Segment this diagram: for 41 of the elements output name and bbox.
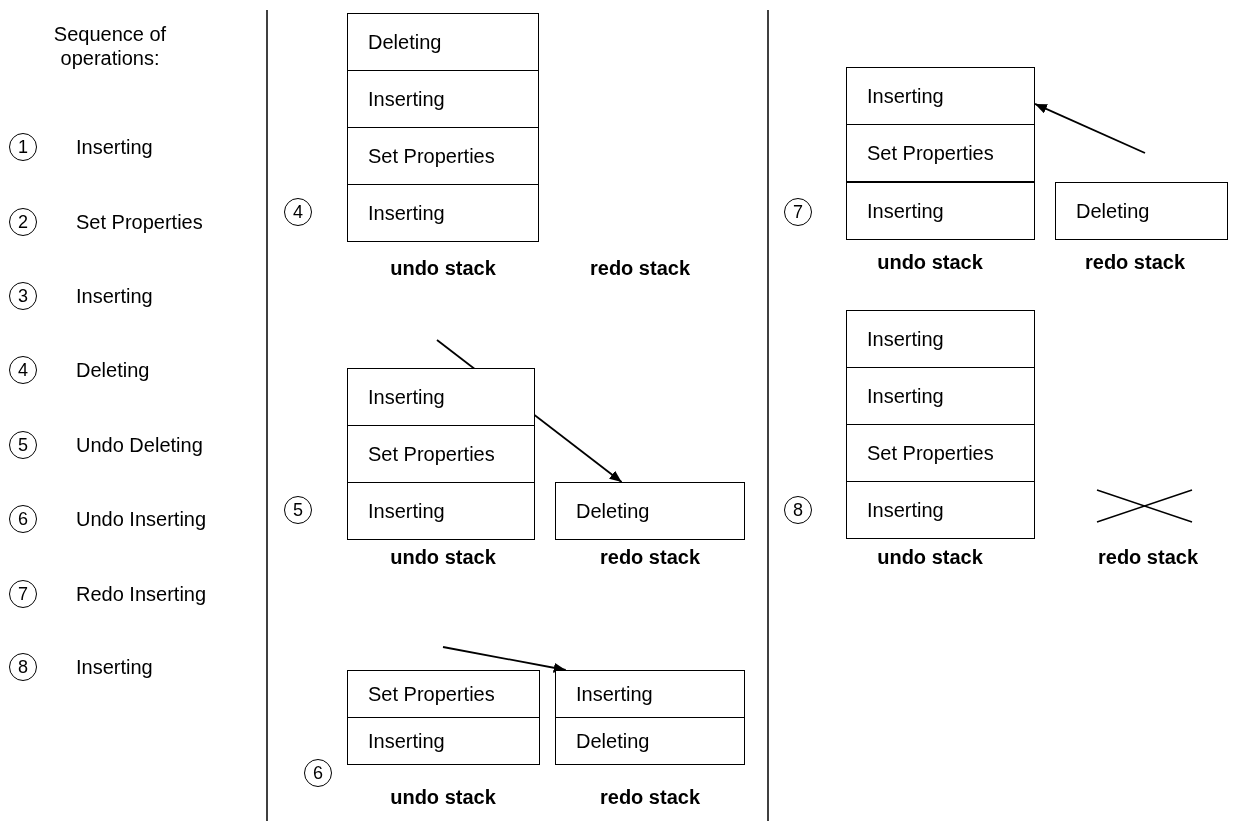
operation-label: Inserting <box>76 284 153 308</box>
operation-label: Redo Inserting <box>76 582 207 606</box>
stack-entry: Inserting <box>555 670 745 718</box>
stack-entry: Inserting <box>347 482 535 540</box>
stack-entry: Set Properties <box>846 124 1035 182</box>
stack-entry: Inserting <box>846 481 1035 539</box>
stack-entry: Inserting <box>347 368 535 426</box>
arrow <box>442 646 567 673</box>
stack-entry: Set Properties <box>347 127 539 185</box>
operation-label: Set Properties <box>76 210 203 234</box>
stack-entry: Inserting <box>347 70 539 128</box>
stack-entry: Set Properties <box>846 424 1035 482</box>
stack-entry: Inserting <box>846 182 1035 240</box>
operation-label: Deleting <box>76 358 150 382</box>
stack-entry: Inserting <box>347 184 539 242</box>
stack-entry: Inserting <box>347 717 540 765</box>
operation-label: Undo Inserting <box>76 507 207 531</box>
stack-entry: Inserting <box>846 367 1035 425</box>
stack-label: redo stack <box>1084 250 1186 274</box>
stack-entry: Inserting <box>846 310 1035 368</box>
stack-label: undo stack <box>390 785 496 809</box>
stack-entry: Deleting <box>555 717 745 765</box>
stack-entry: Deleting <box>347 13 539 71</box>
stack-label: undo stack <box>390 256 496 280</box>
stack-entry: Deleting <box>555 482 745 540</box>
stack-entry: Set Properties <box>347 425 535 483</box>
stack-label: undo stack <box>390 545 496 569</box>
stack-entry: Deleting <box>1055 182 1228 240</box>
stack-label: redo stack <box>589 256 691 280</box>
heading-text: Sequence of operations: <box>52 22 168 70</box>
stack-label: redo stack <box>599 785 701 809</box>
arrow <box>1034 103 1146 154</box>
operation-label: Inserting <box>76 655 153 679</box>
stack-label: undo stack <box>877 250 983 274</box>
operation-label: Undo Deleting <box>76 433 203 457</box>
stack-entry: Set Properties <box>347 670 540 718</box>
stack-label: redo stack <box>599 545 701 569</box>
stack-label: redo stack <box>1097 545 1199 569</box>
stack-label: undo stack <box>877 545 983 569</box>
stack-entry: Inserting <box>846 67 1035 125</box>
operation-label: Inserting <box>76 135 153 159</box>
